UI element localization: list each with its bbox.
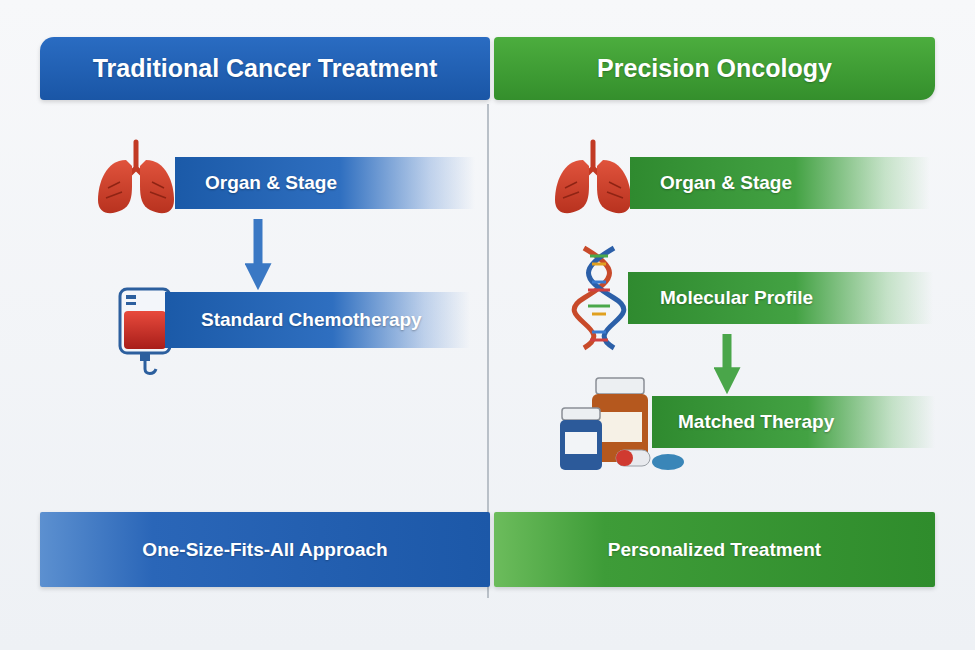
band-label: Standard Chemotherapy (201, 309, 422, 331)
column-header: Precision Oncology (494, 37, 935, 100)
band-label: One-Size-Fits-All Approach (142, 539, 387, 561)
lungs-icon (98, 142, 174, 213)
step-band: Organ & Stage (175, 157, 475, 209)
band-label: Matched Therapy (678, 411, 834, 433)
step-band: Organ & Stage (630, 157, 930, 209)
band-label: Personalized Treatment (608, 539, 821, 561)
step-band: Matched Therapy (652, 396, 935, 448)
band-label: Organ & Stage (660, 172, 792, 194)
column-header: Traditional Cancer Treatment (40, 37, 490, 100)
iv-bag-icon (120, 289, 170, 374)
band-label: Organ & Stage (205, 172, 337, 194)
step-band: Standard Chemotherapy (165, 292, 470, 348)
flow-arrow (254, 219, 263, 274)
flow-arrow (723, 334, 732, 378)
header-text: Precision Oncology (597, 54, 832, 83)
summary-band: Personalized Treatment (494, 512, 935, 587)
dna-helix-icon (574, 248, 624, 348)
band-label: Molecular Profile (660, 287, 813, 309)
header-text: Traditional Cancer Treatment (93, 54, 438, 83)
summary-band: One-Size-Fits-All Approach (40, 512, 490, 587)
step-band: Molecular Profile (628, 272, 933, 324)
lungs-icon (555, 142, 631, 213)
